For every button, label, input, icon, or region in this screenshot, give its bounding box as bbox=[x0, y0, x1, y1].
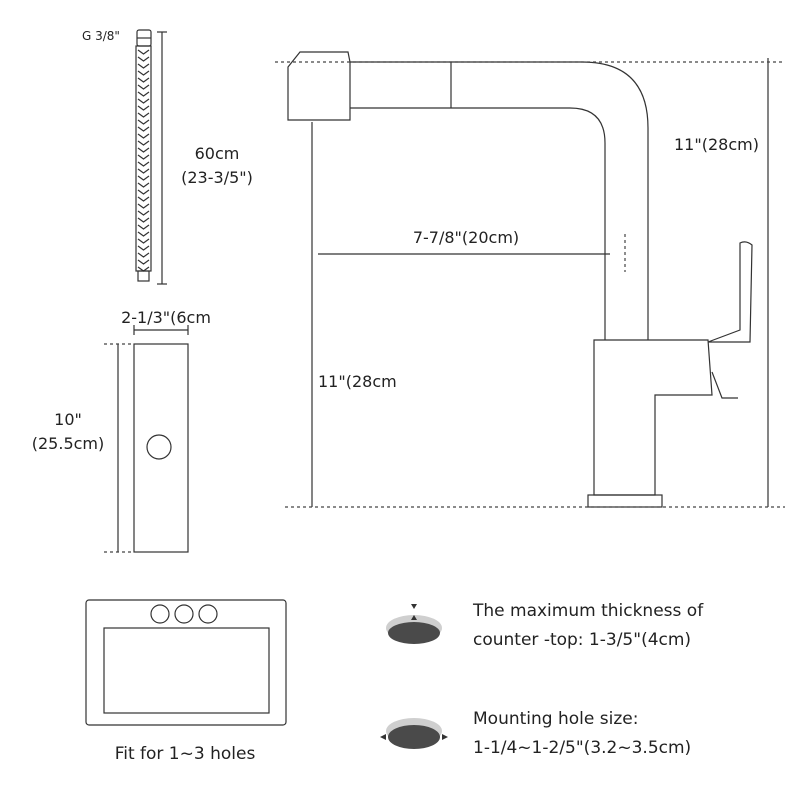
deck-plate-width-label: 2-1/3"(6cm bbox=[121, 308, 211, 327]
spout-reach-label: 7-7/8"(20cm) bbox=[412, 228, 520, 247]
deck-plate-hole bbox=[146, 434, 172, 460]
braided-hose-illustration bbox=[135, 29, 167, 285]
mounting-hole-line-1: Mounting hole size: bbox=[473, 709, 639, 729]
countertop-thickness-icon bbox=[386, 604, 442, 644]
mounting-hole-spec: Mounting hole size: 1-1/4~1-2/5"(3.2~3.5… bbox=[473, 705, 691, 763]
sink-hole-3 bbox=[198, 604, 218, 624]
hose-length-label: 60cm (23-3/5") bbox=[181, 142, 253, 190]
countertop-thickness-line-2: counter -top: 1-3/5"(4cm) bbox=[473, 630, 692, 650]
hose-braid-pattern bbox=[137, 49, 150, 272]
sink-outline bbox=[85, 599, 287, 726]
deck-plate-height-label: 10" (25.5cm) bbox=[32, 408, 105, 456]
hose-length-cm: 60cm bbox=[194, 144, 240, 163]
faucet-base bbox=[587, 494, 663, 508]
deck-plate-outline bbox=[133, 343, 189, 553]
sink-illustration bbox=[85, 599, 287, 726]
faucet-body bbox=[593, 339, 713, 496]
sink-hole-2 bbox=[174, 604, 194, 624]
faucet-illustration bbox=[275, 51, 785, 508]
hose-bottom-fitting bbox=[137, 270, 150, 282]
sink-caption: Fit for 1~3 holes bbox=[114, 744, 256, 764]
sink-basin bbox=[103, 627, 270, 714]
sink-hole-1 bbox=[150, 604, 170, 624]
deck-plate-height-cm: (25.5cm) bbox=[31, 434, 105, 453]
mounting-hole-icon bbox=[380, 718, 448, 749]
spout-height-label: 11"(28cm bbox=[318, 372, 397, 391]
hose-thread-label: G 3/8" bbox=[82, 29, 120, 43]
total-height-label: 11"(28cm) bbox=[674, 135, 759, 154]
countertop-thickness-spec: The maximum thickness of counter -top: 1… bbox=[473, 597, 703, 655]
lever-handle bbox=[707, 241, 753, 343]
hose-length-inch: (23-3/5") bbox=[181, 168, 253, 187]
spout-outer bbox=[350, 61, 649, 340]
spout-inner bbox=[350, 107, 606, 340]
mounting-hole-line-2: 1-1/4~1-2/5"(3.2~3.5cm) bbox=[473, 738, 692, 758]
deck-plate-height-inch: 10" bbox=[54, 410, 82, 429]
deck-plate-illustration bbox=[104, 325, 189, 553]
countertop-thickness-line-1: The maximum thickness of bbox=[473, 601, 704, 621]
